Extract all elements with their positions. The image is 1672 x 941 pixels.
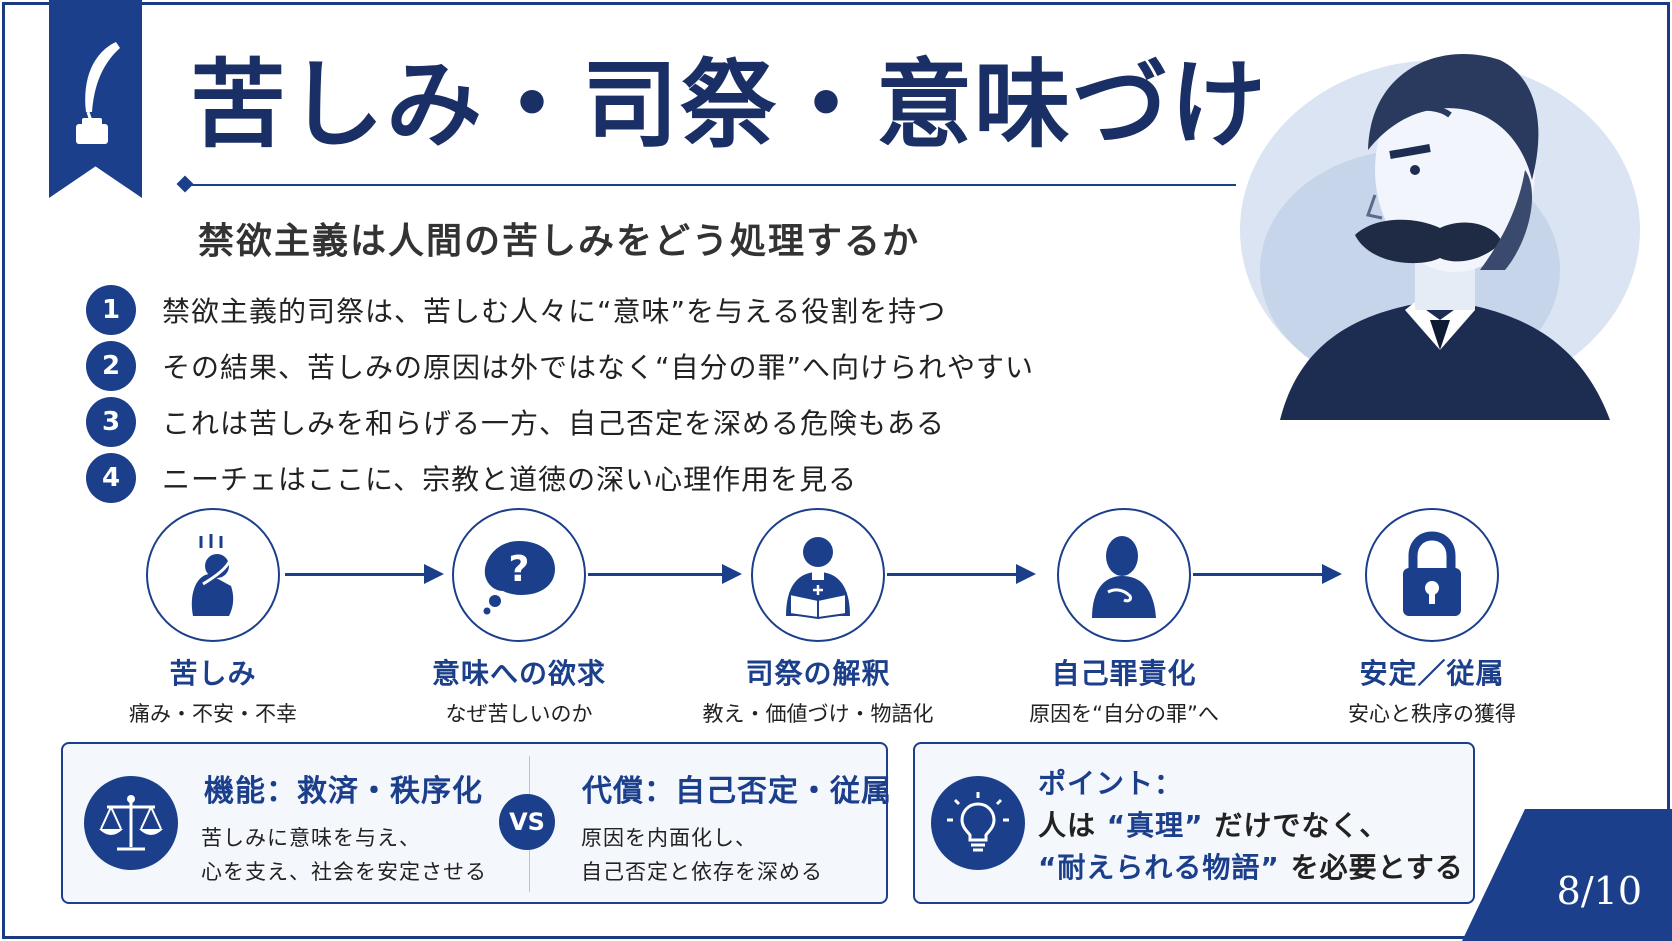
bullet-item: 1 禁欲主義的司祭は、苦しむ人々に“意味”を与える役割を持つ: [86, 282, 1034, 338]
priest-icon: [786, 537, 850, 620]
point-highlight-story: “耐えられる物語”: [1038, 851, 1280, 884]
flow-step-label: 司祭の解釈: [745, 657, 891, 690]
bullet-item: 3 これは苦しみを和らげる一方、自己否定を深める危険もある: [86, 394, 1034, 450]
cost-line: 原因を内面化し、: [581, 826, 757, 850]
lightbulb-icon: [947, 792, 1009, 852]
bullet-item: 2 その結果、苦しみの原因は外ではなく“自分の罪”へ向けられやすい: [86, 338, 1034, 394]
point-line-1: 人は “真理” だけでなく、: [1038, 804, 1388, 844]
flow-step-desc: 教え・価値づけ・物語化: [702, 702, 934, 726]
flow-arrow: [1193, 564, 1342, 584]
bullet-number: 1: [86, 285, 136, 335]
point-line-2: “耐えられる物語” を必要とする: [1038, 846, 1464, 886]
flow-arrow: [588, 564, 742, 584]
page-number: 8/10: [1556, 869, 1642, 913]
bullet-text: その結果、苦しみの原因は外ではなく“自分の罪”へ向けられやすい: [162, 351, 1035, 384]
padlock-icon: [1403, 531, 1461, 616]
flow-step-guilt: 自己罪責化 原因を“自分の罪”へ: [994, 508, 1254, 728]
function-heading: 機能：救済・秩序化: [204, 774, 483, 809]
vs-badge: VS: [499, 794, 555, 850]
flow-step-circle: ?: [452, 508, 586, 642]
function-line: 心を支え、社会を安定させる: [201, 860, 487, 884]
function-line: 苦しみに意味を与え、: [201, 826, 421, 850]
flow-step-circle: [1365, 508, 1499, 642]
flow-step-label: 苦しみ: [169, 657, 257, 690]
bullet-number: 4: [86, 453, 136, 503]
page-subtitle: 禁欲主義は人間の苦しみをどう処理するか: [198, 221, 921, 262]
flow-arrow: [285, 564, 444, 584]
flow-step-desc: なぜ苦しいのか: [445, 702, 593, 726]
guilt-person-icon: [1092, 536, 1156, 618]
suffering-person-icon: [191, 534, 234, 616]
bullet-list: 1 禁欲主義的司祭は、苦しむ人々に“意味”を与える役割を持つ 2 その結果、苦し…: [86, 282, 1034, 506]
quill-inkwell-icon: [76, 42, 120, 144]
flow-step-circle: [1057, 508, 1191, 642]
bullet-number: 2: [86, 341, 136, 391]
title-rule: [186, 184, 1236, 186]
flow-step-desc: 痛み・不安・不幸: [129, 702, 297, 726]
cost-heading: 代償：自己否定・従属: [582, 774, 892, 809]
point-heading: ポイント：: [1038, 767, 1184, 800]
scale-icon-disc: [84, 776, 178, 870]
flow-step-suffering: 苦しみ 痛み・不安・不幸: [83, 508, 343, 728]
flow-step-label: 意味への欲求: [431, 657, 606, 690]
flow-arrow: [887, 564, 1036, 584]
svg-text:?: ?: [509, 549, 530, 590]
point-highlight-truth: “真理”: [1106, 809, 1204, 842]
bullet-text: これは苦しみを和らげる一方、自己否定を深める危険もある: [162, 407, 946, 440]
flow-step-priest: 司祭の解釈 教え・価値づけ・物語化: [688, 508, 948, 728]
bullet-text: 禁欲主義的司祭は、苦しむ人々に“意味”を与える役割を持つ: [162, 295, 947, 328]
bullet-item: 4 ニーチェはここに、宗教と道徳の深い心理作用を見る: [86, 450, 1034, 506]
point-text: だけでなく、: [1214, 809, 1389, 842]
question-bubble-icon: ?: [483, 541, 555, 615]
flow-step-desc: 原因を“自分の罪”へ: [1029, 702, 1219, 726]
nietzsche-portrait: [1240, 54, 1640, 420]
point-text: を必要とする: [1290, 851, 1464, 884]
bookmark-ribbon: [49, 0, 142, 198]
flow-step-stability: 安定／従属 安心と秩序の獲得: [1302, 508, 1562, 728]
point-text: 人は: [1038, 809, 1097, 842]
function-cost-box: 機能：救済・秩序化 苦しみに意味を与え、 心を支え、社会を安定させる VS 代償…: [61, 742, 891, 904]
page-title: 苦しみ・司祭・意味づけ: [190, 48, 1268, 161]
bullet-text: ニーチェはここに、宗教と道徳の深い心理作用を見る: [162, 463, 858, 496]
flow-step-circle: [146, 508, 280, 642]
bullet-number: 3: [86, 397, 136, 447]
cost-line: 自己否定と依存を深める: [581, 860, 823, 884]
flow-step-circle: [751, 508, 885, 642]
balance-scale-icon: [99, 795, 163, 851]
lightbulb-icon-disc: [931, 776, 1025, 870]
flow-step-label: 自己罪責化: [1051, 657, 1197, 690]
point-box: ポイント： 人は “真理” だけでなく、 “耐えられる物語” を必要とする: [913, 742, 1475, 904]
flow-step-label: 安定／従属: [1359, 657, 1505, 690]
flow-step-desc: 安心と秩序の獲得: [1348, 702, 1516, 726]
flow-step-meaning: ? 意味への欲求 なぜ苦しいのか: [389, 508, 649, 728]
